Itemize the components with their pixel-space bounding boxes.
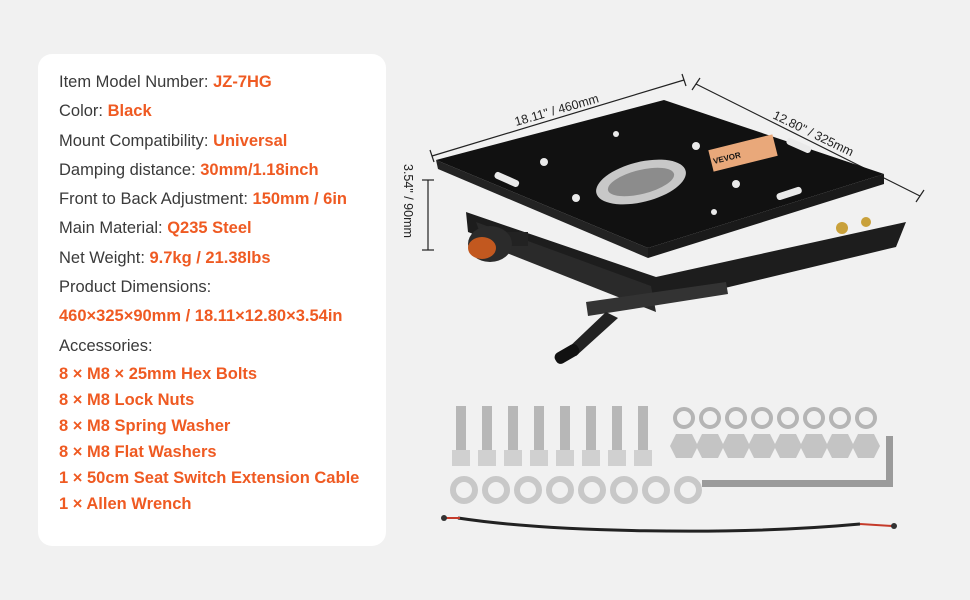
dimensions-label: Product Dimensions: xyxy=(59,278,212,297)
spring-washers xyxy=(673,407,877,429)
frame-bolt xyxy=(836,222,848,234)
spec-weight: Net Weight: 9.7kg / 21.38lbs xyxy=(59,248,271,267)
top-plate-edge-right xyxy=(648,174,884,258)
dimension-height xyxy=(422,179,434,251)
specs-card: Item Model Number: JZ-7HG Color: Black M… xyxy=(38,54,386,546)
hex-bolts xyxy=(452,406,652,466)
dimension-height-label: 3.54" / 90mm xyxy=(401,164,415,238)
accessory-bolts: 8 × M8 × 25mm Hex Bolts xyxy=(59,364,258,383)
spec-adjustment: Front to Back Adjustment: 150mm / 6in xyxy=(59,190,347,209)
spec-material: Main Material: Q235 Steel xyxy=(59,219,252,238)
specs-list: Item Model Number: JZ-7HG Color: Black M… xyxy=(59,68,380,517)
adjustment-knob xyxy=(468,226,528,262)
release-lever xyxy=(566,312,618,356)
lever-grip xyxy=(554,344,580,364)
dimension-length xyxy=(429,73,687,163)
accessory-flat-washers: 8 × M8 Flat Washers xyxy=(59,442,217,461)
frame-bolt xyxy=(861,217,871,227)
extension-cable xyxy=(441,515,897,533)
mounting-holes xyxy=(494,131,812,215)
accessories-image xyxy=(441,406,897,533)
spring xyxy=(596,159,686,205)
accessory-spring-washer: 8 × M8 Spring Washer xyxy=(59,416,231,435)
scissor-arm xyxy=(586,282,728,316)
spec-model: Item Model Number: JZ-7HG xyxy=(59,73,272,91)
accessory-lock-nuts: 8 × M8 Lock Nuts xyxy=(59,390,195,409)
accessories-label: Accessories: xyxy=(59,336,153,355)
spec-color: Color: Black xyxy=(59,102,152,121)
top-plate-edge xyxy=(436,160,648,258)
accessory-cable: 1 × 50cm Seat Switch Extension Cable xyxy=(59,468,360,487)
spec-mount: Mount Compatibility: Universal xyxy=(59,131,288,150)
allen-wrench-icon xyxy=(702,436,893,487)
dimensions-value: 460×325×90mm / 18.11×12.80×3.54in xyxy=(59,307,343,326)
warning-label xyxy=(708,134,778,172)
flat-washers xyxy=(450,476,702,504)
spec-damping: Damping distance: 30mm/1.18inch xyxy=(59,160,319,179)
lock-nuts xyxy=(670,434,880,458)
accessory-allen-wrench: 1 × Allen Wrench xyxy=(59,494,192,513)
product-image: 18.11" / 460mm 12.80" / 325mm 3.54" / 90… xyxy=(401,73,925,364)
